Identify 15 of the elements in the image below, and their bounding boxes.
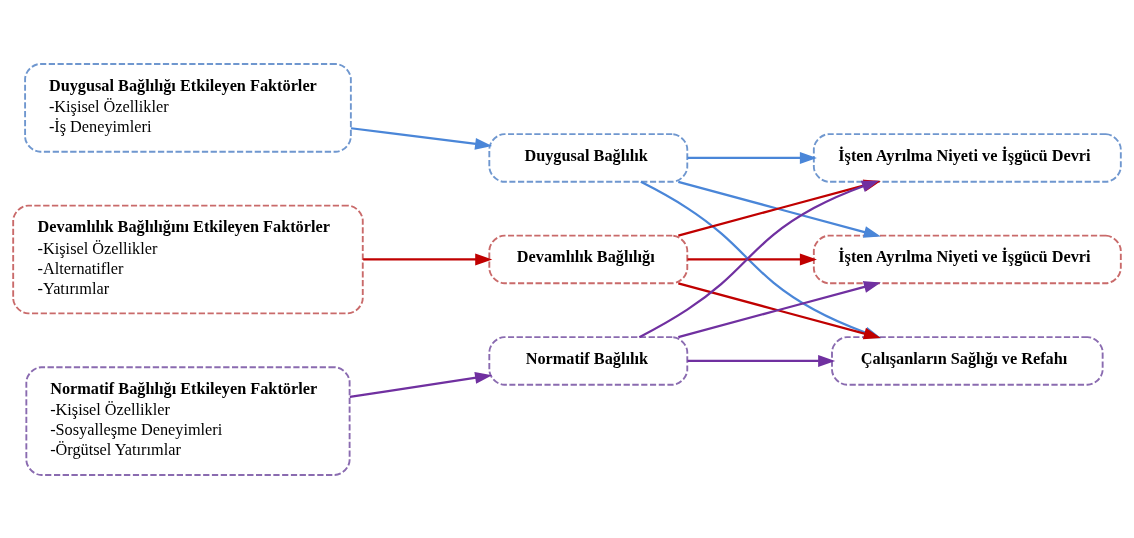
node-box: İşten Ayrılma Niyeti ve İşgücü Devri bbox=[812, 234, 1122, 284]
node-box: İşten Ayrılma Niyeti ve İşgücü Devri bbox=[812, 132, 1122, 183]
node-box: Çalışanların Sağlığı ve Refahı bbox=[831, 335, 1104, 386]
node-box: Duygusal Bağlılığı Etkileyen Faktörler -Kişisel Özellikler -İş Deneyimleri bbox=[24, 62, 352, 153]
arrow bbox=[687, 253, 817, 265]
arrow bbox=[350, 126, 493, 150]
node-box: Devamlılık Bağlılığını Etkileyen Faktörler -Kişisel Özellikler -Alternatifler -Yatırımlar bbox=[12, 204, 364, 314]
arrow bbox=[363, 253, 493, 265]
node-box: Duygusal Bağlılık bbox=[488, 132, 689, 183]
arrow bbox=[687, 354, 836, 367]
arrow bbox=[687, 151, 817, 164]
arrow bbox=[349, 371, 493, 398]
node-box: Devamlılık Bağlılığı bbox=[488, 234, 689, 284]
node-box: Normatif Bağlılığı Etkileyen Faktörler -Kişisel Özellikler -Sosyalleşme Deneyimleri -Örgütsel Yatırımlar bbox=[25, 365, 351, 476]
node-box: Normatif Bağlılık bbox=[488, 335, 689, 386]
